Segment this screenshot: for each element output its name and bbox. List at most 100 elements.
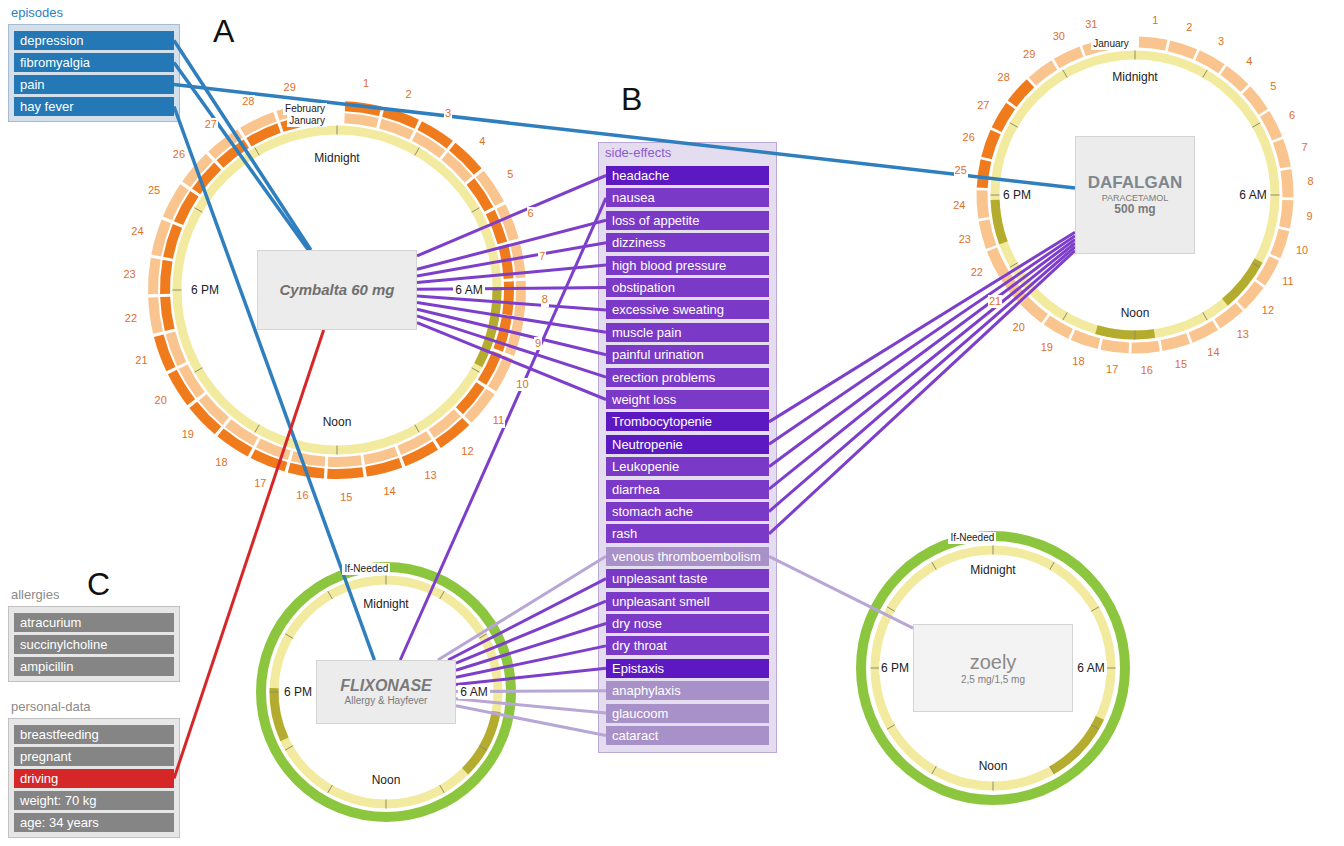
day-segment <box>498 244 513 278</box>
package-text: PARACETAMOL <box>1102 193 1169 203</box>
intake-period <box>462 711 501 775</box>
hour-tick <box>887 607 895 612</box>
day-number: 8 <box>1306 175 1314 188</box>
hour-tick <box>337 126 338 135</box>
intake-period <box>991 200 1008 245</box>
label-wrap: 8 <box>1306 175 1314 188</box>
day-segment <box>977 190 990 218</box>
side-effect-item: cataract <box>606 726 769 745</box>
day-number: 19 <box>1040 341 1054 354</box>
hour-tick <box>328 591 333 599</box>
hour-tick <box>932 562 937 570</box>
episode-item: pain <box>14 75 174 94</box>
day-segment <box>476 171 504 206</box>
day-number: 16 <box>1140 364 1154 377</box>
panel-heading: personal-data <box>9 699 179 715</box>
side-effect-item: nausea <box>606 188 769 207</box>
label-wrap: 13 <box>1236 328 1250 341</box>
hour-tick <box>1135 331 1136 340</box>
ring-label: Midnight <box>361 597 410 611</box>
day-segment <box>382 107 419 129</box>
side-effect-item: weight loss <box>606 390 769 409</box>
hour-tick <box>493 290 502 291</box>
allergy-item: ampicillin <box>14 657 174 676</box>
hour-tick <box>991 195 1000 196</box>
ring-label-wrap: February <box>283 103 327 115</box>
label-wrap: 16 <box>295 489 309 502</box>
day-segment <box>345 101 382 116</box>
side-effect-item: muscle pain <box>606 323 769 342</box>
label-wrap: 18 <box>1071 355 1085 368</box>
day-segment <box>488 355 513 391</box>
side-effect-item: venous thromboembolism <box>606 547 769 566</box>
item-label: unpleasant smell <box>612 594 710 609</box>
ring-label: 6 AM <box>453 283 484 297</box>
package-text: DAFALGAN <box>1088 173 1182 193</box>
item-label: succinylcholine <box>20 637 107 652</box>
label-wrap: 17 <box>1105 363 1119 376</box>
day-number: 14 <box>1206 346 1220 359</box>
label-wrap: 17 <box>253 477 267 490</box>
day-segment <box>217 429 252 457</box>
side-effect-item: Epistaxis <box>606 659 769 678</box>
day-number: 21 <box>134 354 148 367</box>
label-wrap: 1 <box>362 77 370 90</box>
item-label: stomach ache <box>612 504 693 519</box>
side-effect-item: rash <box>606 524 769 543</box>
item-label: age: 34 years <box>20 815 99 830</box>
day-segment <box>251 449 288 471</box>
item-label: painful urination <box>612 347 704 362</box>
ring-label: If-Needed <box>342 563 390 575</box>
day-number: 17 <box>253 477 267 490</box>
day-segment <box>182 154 213 188</box>
day-number: 23 <box>958 233 972 246</box>
item-label: anaphylaxis <box>612 683 681 698</box>
day-segment <box>514 281 526 318</box>
item-label: nausea <box>612 190 655 205</box>
day-segment <box>1279 200 1293 229</box>
hour-tick <box>993 782 994 791</box>
ring-label-wrap: Noon <box>370 773 403 787</box>
day-segment <box>168 370 195 405</box>
day-segment <box>1131 341 1159 354</box>
ring-label: 6 PM <box>282 685 314 699</box>
day-number: 18 <box>214 456 228 469</box>
label-wrap: 24 <box>130 225 144 238</box>
day-number: 8 <box>541 293 549 306</box>
item-label: venous thromboembolism <box>612 549 761 564</box>
ring-label: February <box>283 103 327 115</box>
label-wrap: 21 <box>134 354 148 367</box>
side-effect-item: dry throat <box>606 636 769 655</box>
item-label: erection problems <box>612 370 715 385</box>
label-wrap: 9 <box>534 337 542 350</box>
day-number: 17 <box>1105 363 1119 376</box>
flixonase-package: FLIXONASEAllergy & Hayfever <box>316 660 456 724</box>
day-number: 15 <box>339 491 353 504</box>
item-label: dry throat <box>612 638 667 653</box>
label-wrap: 26 <box>962 131 976 144</box>
label-wrap: 14 <box>382 485 396 498</box>
connector <box>456 706 606 736</box>
personal-data-item: driving <box>14 769 174 788</box>
label-wrap: 19 <box>1040 341 1054 354</box>
label-wrap: 20 <box>1012 321 1026 334</box>
connector <box>769 236 1075 444</box>
ring-label: Noon <box>977 759 1010 773</box>
hour-tick <box>1010 123 1018 128</box>
hour-tick <box>494 692 503 693</box>
item-label: atracurium <box>20 615 81 630</box>
day-segment <box>510 241 526 278</box>
panel-letter: A <box>212 12 235 50</box>
item-label: dizziness <box>612 235 665 250</box>
side-effect-item: Neutropenie <box>606 435 769 454</box>
item-label: glaucoom <box>612 706 668 721</box>
day-segment <box>208 129 242 159</box>
item-label: hay fever <box>20 99 73 114</box>
label-wrap: 2 <box>405 88 413 101</box>
day-number: 7 <box>538 250 546 263</box>
item-label: high blood pressure <box>612 258 726 273</box>
item-label: pregnant <box>20 749 71 764</box>
hour-tick <box>195 208 203 213</box>
ring-label-wrap: If-Needed <box>948 532 996 544</box>
cymbalta-package: Cymbalta 60 mg <box>257 250 417 330</box>
